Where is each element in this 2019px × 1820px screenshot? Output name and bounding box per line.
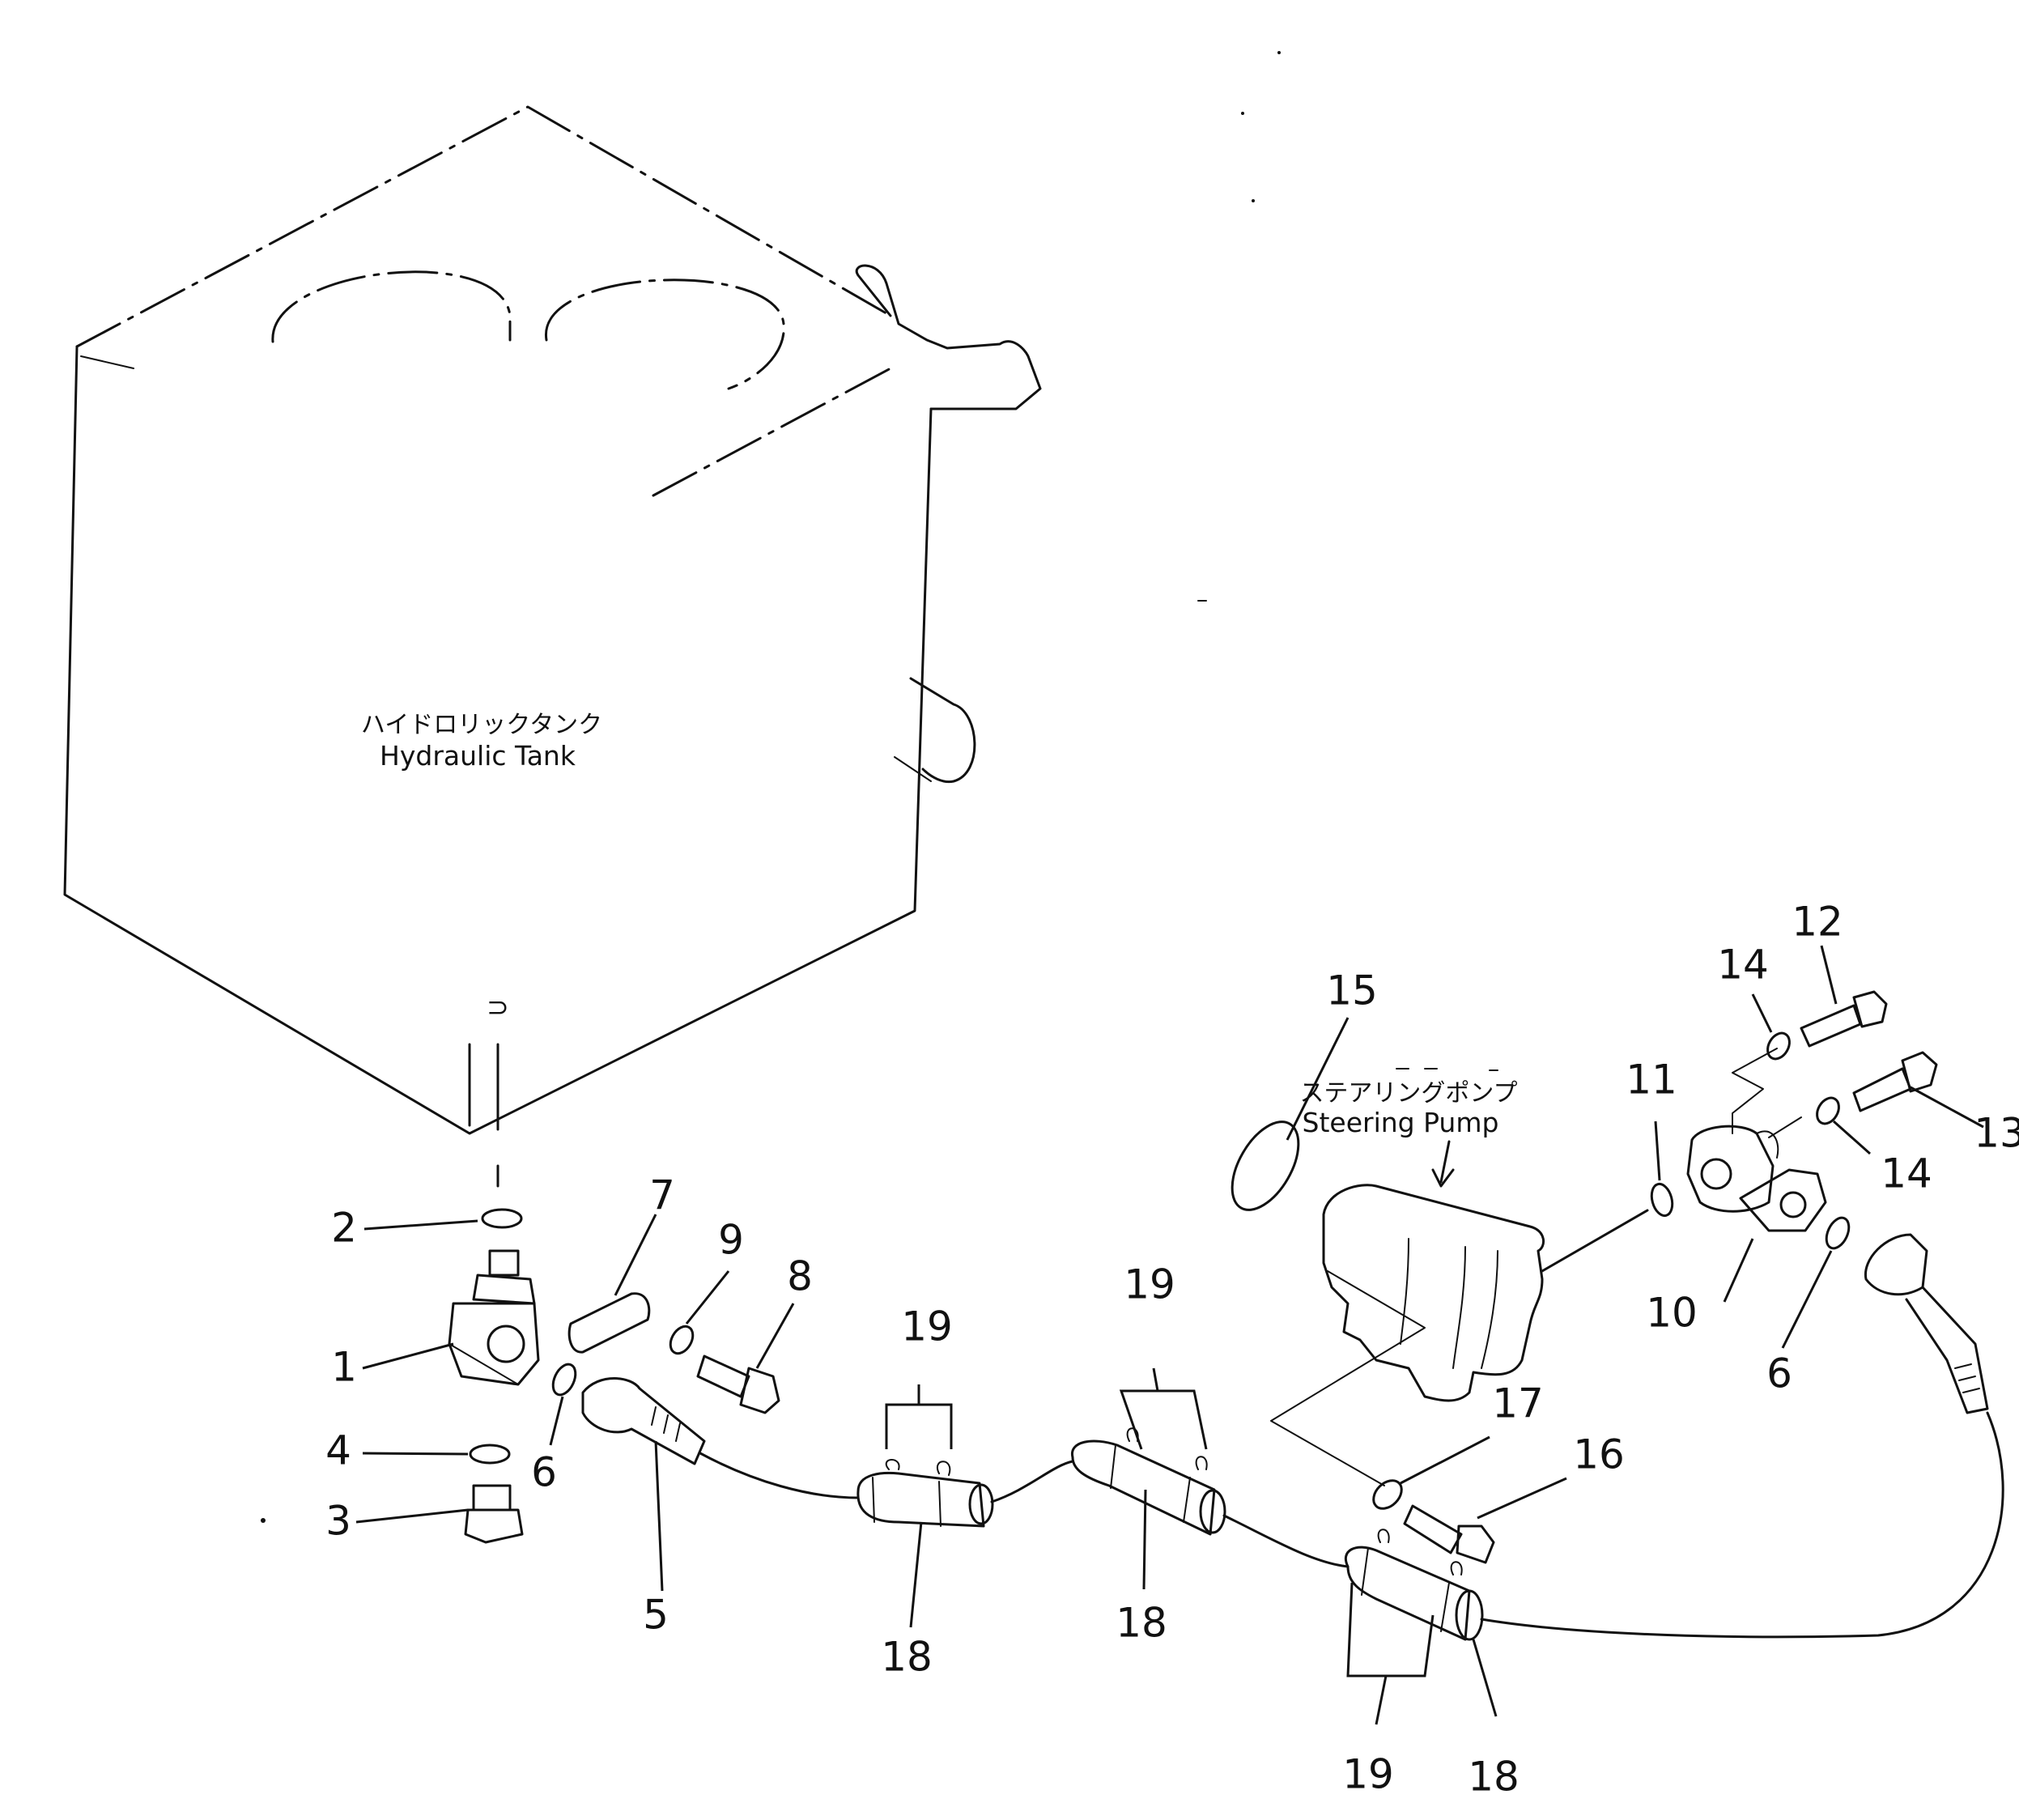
- washer-17: [1372, 1479, 1403, 1510]
- o-ring-2: [481, 1208, 523, 1229]
- callout-4: 4: [325, 1427, 351, 1474]
- callout-leaders: [355, 945, 1984, 1725]
- callout-14-upper: 14: [1717, 942, 1769, 989]
- hose-segment-d: [1480, 1411, 2004, 1639]
- hydraulic-tank-label-jp: ハイドロリックタンク: [361, 711, 602, 739]
- hydraulic-tank-label-en: Hydraulic Tank: [380, 740, 576, 772]
- callout-15: 15: [1326, 967, 1378, 1014]
- callout-16: 16: [1573, 1431, 1625, 1478]
- callout-10: 10: [1646, 1290, 1698, 1337]
- washer-9: [669, 1325, 695, 1355]
- callout-11: 11: [1626, 1057, 1677, 1103]
- o-ring-4: [469, 1444, 511, 1465]
- label-marks: [1396, 1068, 1498, 1071]
- callout-17: 17: [1492, 1380, 1544, 1427]
- callout-19-c: 19: [1342, 1751, 1394, 1798]
- callout-12: 12: [1792, 899, 1843, 946]
- bolt-12: [1800, 990, 1888, 1048]
- pump-connection-line: [1541, 1209, 1649, 1273]
- callout-18-a: 18: [881, 1634, 933, 1681]
- callout-5: 5: [643, 1592, 669, 1639]
- bolt-13: [1852, 1051, 1938, 1112]
- callout-19-a: 19: [901, 1303, 953, 1350]
- split-flange-7: [567, 1292, 651, 1354]
- hose-segment-c: [1222, 1514, 1350, 1568]
- callout-1: 1: [331, 1344, 357, 1391]
- callout-8: 8: [787, 1253, 813, 1300]
- washer-14-upper: [1766, 1031, 1791, 1061]
- washer-14-lower: [1816, 1096, 1840, 1125]
- callout-18-b: 18: [1116, 1600, 1167, 1647]
- o-ring-6-left: [551, 1363, 577, 1397]
- hydraulic-tank: ⊃: [63, 105, 1042, 1188]
- steering-pump-label-en: Steering Pump: [1303, 1107, 1499, 1138]
- callout-19-b: 19: [1124, 1261, 1175, 1308]
- tank-mark: ⊃: [487, 991, 509, 1023]
- hose-sleeve-18-a: [856, 1459, 994, 1528]
- scan-specks: [261, 51, 1281, 1523]
- hose-fitting-5: [581, 1377, 706, 1465]
- callout-6-left: 6: [531, 1449, 557, 1496]
- callout-2: 2: [331, 1205, 357, 1252]
- hose-sleeve-18-c: [1345, 1529, 1484, 1641]
- callout-13: 13: [1974, 1110, 2019, 1157]
- plug-3: [464, 1484, 524, 1544]
- elbow-block-1: [448, 1249, 540, 1386]
- callout-18-c: 18: [1468, 1754, 1520, 1801]
- steering-pump-label-jp: ステアリングポンプ: [1299, 1079, 1517, 1108]
- steering-pump: [1270, 1140, 1545, 1486]
- callout-7: 7: [649, 1172, 675, 1219]
- callout-14-lower: 14: [1881, 1150, 1932, 1197]
- callout-3: 3: [325, 1498, 351, 1545]
- o-ring-6-right: [1825, 1216, 1851, 1250]
- bolt-16: [1403, 1504, 1495, 1564]
- callout-9: 9: [718, 1217, 744, 1264]
- flange-adapter-10: [1686, 1048, 1827, 1232]
- bolt-8: [696, 1354, 780, 1414]
- o-ring-11: [1650, 1182, 1674, 1218]
- hose-segment-a: [699, 1452, 860, 1499]
- hose-sleeve-18-b: [1071, 1427, 1226, 1536]
- hose-segment-b: [990, 1460, 1074, 1503]
- callout-6-right: 6: [1766, 1350, 1792, 1397]
- o-ring-15: [1231, 1120, 1300, 1211]
- hose-end-fitting: [1864, 1233, 1989, 1414]
